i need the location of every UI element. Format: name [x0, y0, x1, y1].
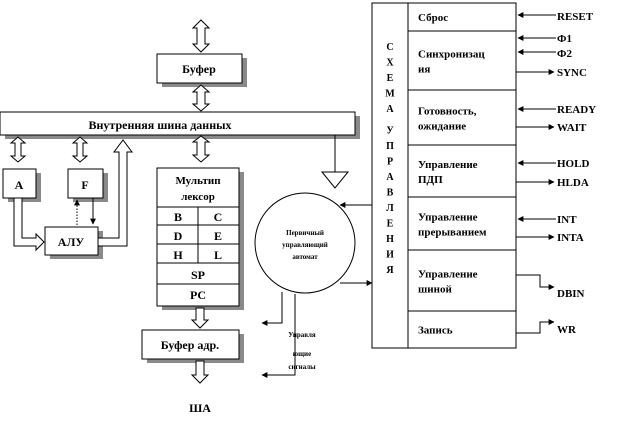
register-a-label: A	[15, 178, 24, 192]
control-scheme-letter: С	[386, 42, 393, 53]
automaton-label-line1: Первичный	[286, 229, 324, 237]
automaton-label-line3: автомат	[292, 253, 318, 261]
primary-control-automaton	[254, 192, 356, 294]
bidirectional-arrow-top	[191, 19, 211, 53]
internal-data-bus	[0, 111, 356, 136]
signal-hlda: HLDA	[557, 177, 589, 189]
wr-wire	[516, 319, 555, 334]
control-scheme-block	[371, 2, 517, 349]
control-scheme-letter: У	[386, 126, 394, 137]
control-scheme-letter: Е	[387, 73, 394, 84]
control-scheme-letter: В	[387, 188, 394, 199]
control-scheme-letter: Р	[387, 157, 393, 168]
signal-wr: WR	[557, 324, 577, 336]
control-section-3-label-line2: ожидание	[418, 121, 466, 133]
control-signals-label-line2: ющие	[293, 350, 311, 358]
register-l: L	[214, 248, 222, 262]
control-signal-wire-1	[261, 292, 283, 326]
automaton-label-line2: управляющий	[282, 241, 328, 249]
control-section-2-label-line1: Синхронизац	[418, 49, 485, 61]
bus-to-automaton-arrowhead	[320, 171, 350, 189]
signal-phi2: Ф2	[557, 48, 572, 60]
register-h: H	[173, 248, 183, 262]
address-bus-label: ША	[189, 401, 211, 415]
register-a	[2, 168, 37, 199]
control-scheme-letter: Л	[386, 203, 394, 214]
dbin-wire	[516, 274, 555, 290]
multiplexer-label-line1: Мультип	[175, 175, 221, 187]
alu-label: АЛУ	[58, 235, 85, 249]
register-f-label: F	[81, 178, 88, 192]
control-scheme-letter: М	[385, 89, 395, 100]
control-section-5-label-line1: Управление	[418, 212, 478, 224]
signal-int: INT	[557, 214, 577, 226]
signal-reset: RESET	[557, 11, 594, 23]
register-b: B	[174, 210, 182, 224]
control-scheme-letter: А	[386, 104, 394, 115]
signal-inta: INTA	[557, 232, 584, 244]
control-section-6-label-line1: Управление	[418, 269, 478, 281]
register-pc: PC	[190, 288, 206, 302]
signal-dbin: DBIN	[557, 288, 585, 300]
control-signals-label-line1: Управля	[288, 331, 316, 339]
buffer-label: Буфер	[182, 62, 216, 76]
control-scheme-letter: Я	[386, 265, 394, 276]
control-section-4-label-line2: ПДП	[418, 174, 443, 186]
bidirectional-arrow-bus-f	[71, 136, 89, 163]
multiplexer-label-line2: лексор	[181, 191, 215, 203]
address-buffer-label: Буфер адр.	[161, 338, 219, 352]
bidirectional-arrow-bus-mux	[191, 135, 211, 163]
control-scheme-letter: П	[386, 141, 394, 152]
control-section-1-label-line1: Сброс	[418, 12, 448, 24]
control-scheme-letter: И	[386, 250, 394, 261]
buffer-block	[156, 53, 243, 84]
control-section-2-label-line2: ия	[418, 64, 430, 76]
control-section-7-label-line1: Запись	[418, 325, 453, 337]
register-c: C	[214, 210, 223, 224]
control-scheme-letter: Е	[387, 219, 394, 230]
control-section-6-label-line2: шиной	[418, 284, 452, 296]
address-buffer-block	[141, 329, 240, 360]
control-signals-label-line3: сигналы	[288, 363, 316, 371]
control-signal-wire-2	[261, 294, 296, 378]
register-d: D	[174, 229, 183, 243]
control-section-4-label-line1: Управление	[418, 159, 478, 171]
bidirectional-arrow-bus-a	[9, 136, 27, 163]
arrow-addr-buffer-to-bus	[190, 360, 210, 384]
register-e: E	[214, 229, 222, 243]
control-scheme-letter: Н	[386, 234, 394, 245]
control-section-5-label-line2: прерыванием	[418, 227, 487, 239]
signal-hold: HOLD	[557, 158, 589, 170]
arrow-mux-to-addr-buffer	[190, 307, 210, 329]
control-scheme-letter: Х	[386, 58, 394, 69]
register-f	[67, 168, 104, 199]
internal-bus-label: Внутренняя шина данных	[89, 118, 232, 132]
signal-sync: SYNC	[557, 67, 587, 79]
a-to-alu-arrow	[13, 197, 45, 252]
register-sp: SP	[191, 268, 205, 282]
signal-ready: READY	[557, 104, 596, 116]
alu-to-bus-arrow	[97, 139, 133, 247]
control-scheme-letter: А	[386, 172, 394, 183]
signal-wait: WAIT	[557, 122, 587, 134]
control-section-3-label-line1: Готовность,	[418, 106, 477, 118]
alu-block	[44, 226, 99, 256]
signal-phi1: Ф1	[557, 33, 572, 45]
bidirectional-arrow-buffer-bus	[191, 84, 211, 112]
